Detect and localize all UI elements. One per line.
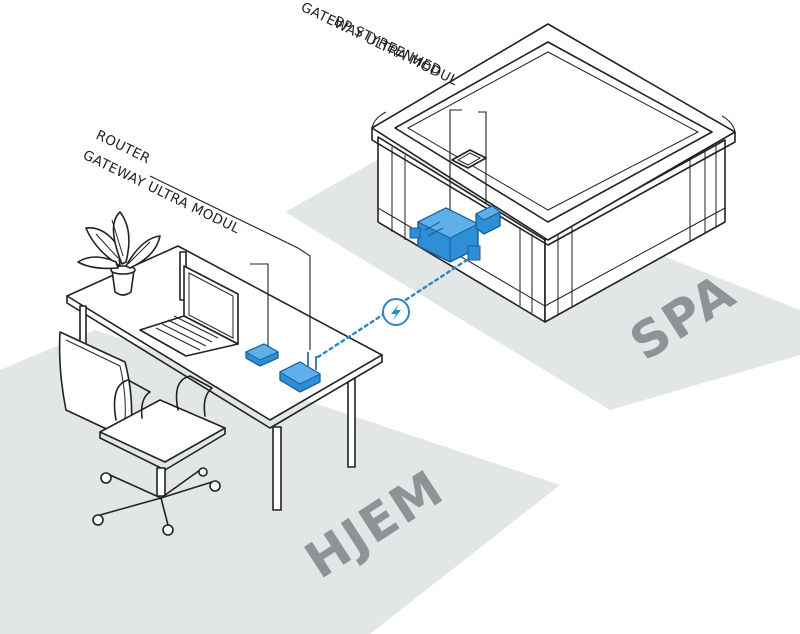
laptop: [139, 265, 239, 357]
potted-plant: [77, 211, 161, 296]
home-gateway-module: [244, 343, 280, 367]
callout-home-gateway-module: GATEWAY ULTRA MODUL: [80, 147, 242, 237]
leader-bp-control-unit: [478, 111, 487, 204]
office-chair: [58, 331, 226, 536]
spa-gateway-module: [475, 205, 501, 235]
lightning-icon: [382, 298, 410, 326]
leader-spa-gateway-module: [449, 109, 462, 210]
spa-control-unit: [409, 207, 481, 263]
callout-bp-control-unit: BP STYREENHED: [331, 13, 444, 79]
router: [278, 352, 322, 393]
leader-home-gateway-module: [250, 263, 269, 346]
leader-router: [149, 175, 311, 350]
